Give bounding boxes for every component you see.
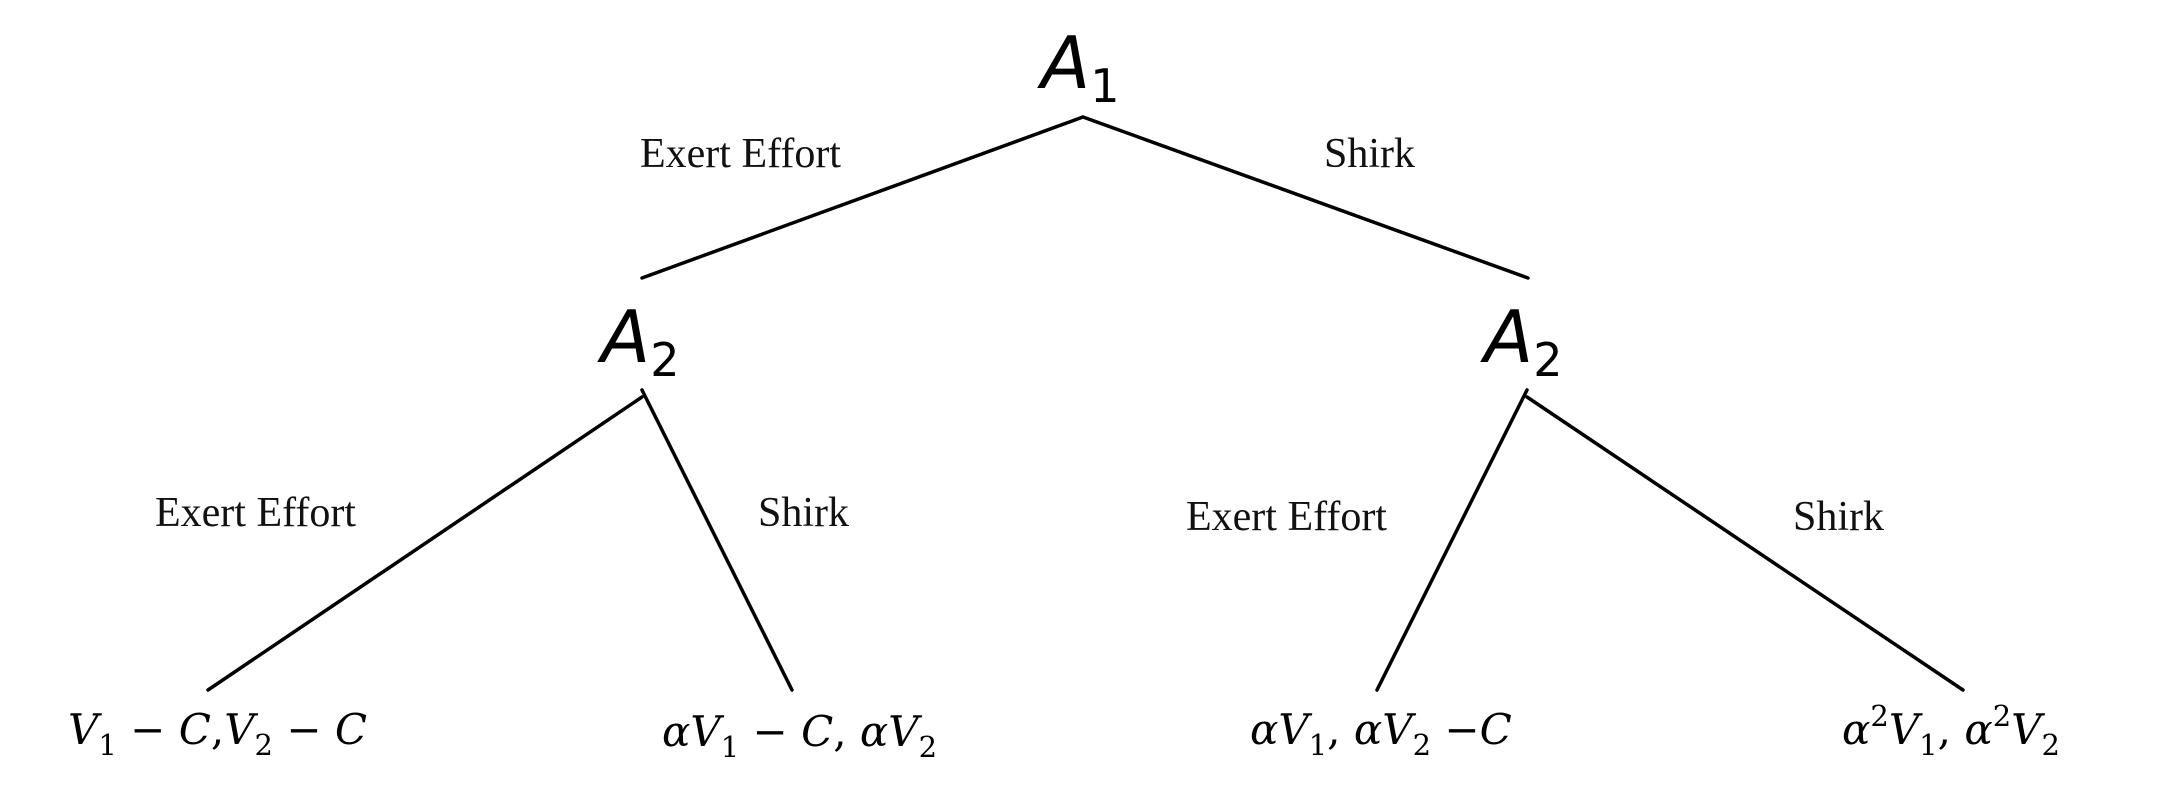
payoff-ee-v1-sub: 1 bbox=[98, 728, 116, 762]
payoff-shirk-shirk: α2V1, α2V2 bbox=[1842, 699, 2060, 762]
payoff-es-v2: V bbox=[888, 707, 922, 756]
payoff-se-v2-sub: 2 bbox=[1413, 728, 1431, 762]
edge-label-left-exert-effort: Exert Effort bbox=[155, 490, 356, 536]
payoff-es-comma: , bbox=[833, 707, 860, 756]
node-root-player: A bbox=[1037, 21, 1090, 105]
node-right-player: A bbox=[1480, 295, 1533, 379]
payoff-es-c: C bbox=[801, 707, 833, 756]
payoff-se-alpha2: α bbox=[1354, 705, 1382, 754]
payoff-se-minus: − bbox=[1431, 705, 1480, 754]
payoff-ss-v2-sub: 2 bbox=[2042, 728, 2060, 762]
payoff-ee-v2: V bbox=[224, 705, 258, 754]
node-right-index: 2 bbox=[1533, 333, 1562, 387]
payoff-se-alpha1: α bbox=[1250, 705, 1278, 754]
payoff-es-v1: V bbox=[690, 707, 724, 756]
edge-label-root-shirk: Shirk bbox=[1324, 131, 1415, 177]
payoff-ss-v1-sub: 1 bbox=[1919, 728, 1937, 762]
payoff-se-v2: V bbox=[1382, 705, 1416, 754]
payoff-ee-minus-1: − bbox=[117, 705, 179, 754]
payoff-ee-c2: C bbox=[335, 705, 367, 754]
payoff-es-v2-sub: 2 bbox=[919, 730, 937, 764]
payoff-shirk-exert: αV1, αV2 −C bbox=[1250, 705, 1512, 762]
edge-left-exert-effort bbox=[206, 395, 644, 692]
node-root-index: 1 bbox=[1090, 59, 1119, 113]
edge-root-exert-effort bbox=[640, 115, 1085, 280]
node-left-label: A2 bbox=[597, 295, 680, 387]
payoff-se-v1: V bbox=[1278, 705, 1312, 754]
payoff-ee-minus-2: − bbox=[273, 705, 335, 754]
payoff-ss-alpha1-sq: 2 bbox=[1870, 699, 1888, 733]
payoff-ss-comma: , bbox=[1938, 705, 1965, 754]
payoff-exert-shirk: αV1 − C, αV2 bbox=[662, 707, 937, 764]
edge-label-right-exert-effort: Exert Effort bbox=[1186, 494, 1387, 540]
node-left-index: 2 bbox=[650, 333, 679, 387]
payoff-ee-v1: V bbox=[68, 705, 102, 754]
payoff-ee-comma: , bbox=[211, 705, 224, 754]
payoff-ss-v2: V bbox=[2011, 705, 2045, 754]
payoff-es-alpha1: α bbox=[662, 707, 690, 756]
payoff-es-alpha2: α bbox=[860, 707, 888, 756]
edge-label-right-shirk: Shirk bbox=[1793, 494, 1884, 540]
payoff-ss-alpha2: α bbox=[1964, 705, 1992, 754]
payoff-se-comma: , bbox=[1327, 705, 1354, 754]
edge-label-left-shirk: Shirk bbox=[758, 490, 849, 536]
payoff-es-minus: − bbox=[739, 707, 801, 756]
payoff-ss-alpha2-sq: 2 bbox=[1993, 699, 2011, 733]
edge-left-shirk bbox=[640, 388, 794, 692]
payoff-se-c: C bbox=[1480, 705, 1512, 754]
payoff-ss-v1: V bbox=[1889, 705, 1923, 754]
node-root-label: A1 bbox=[1037, 21, 1120, 113]
payoff-ee-v2-sub: 2 bbox=[255, 728, 273, 762]
payoff-ss-alpha1: α bbox=[1842, 705, 1870, 754]
node-right-label: A2 bbox=[1480, 295, 1563, 387]
edge-right-shirk bbox=[1525, 395, 1965, 692]
payoff-se-v1-sub: 1 bbox=[1309, 728, 1327, 762]
edge-label-root-exert-effort: Exert Effort bbox=[640, 131, 841, 177]
node-left-player: A bbox=[597, 295, 650, 379]
payoff-ee-c1: C bbox=[179, 705, 211, 754]
edge-root-shirk bbox=[1081, 115, 1530, 280]
edge-right-exert-effort bbox=[1375, 388, 1529, 692]
payoff-es-v1-sub: 1 bbox=[721, 730, 739, 764]
payoff-exert-exert: V1 − C,V2 − C bbox=[68, 705, 367, 762]
